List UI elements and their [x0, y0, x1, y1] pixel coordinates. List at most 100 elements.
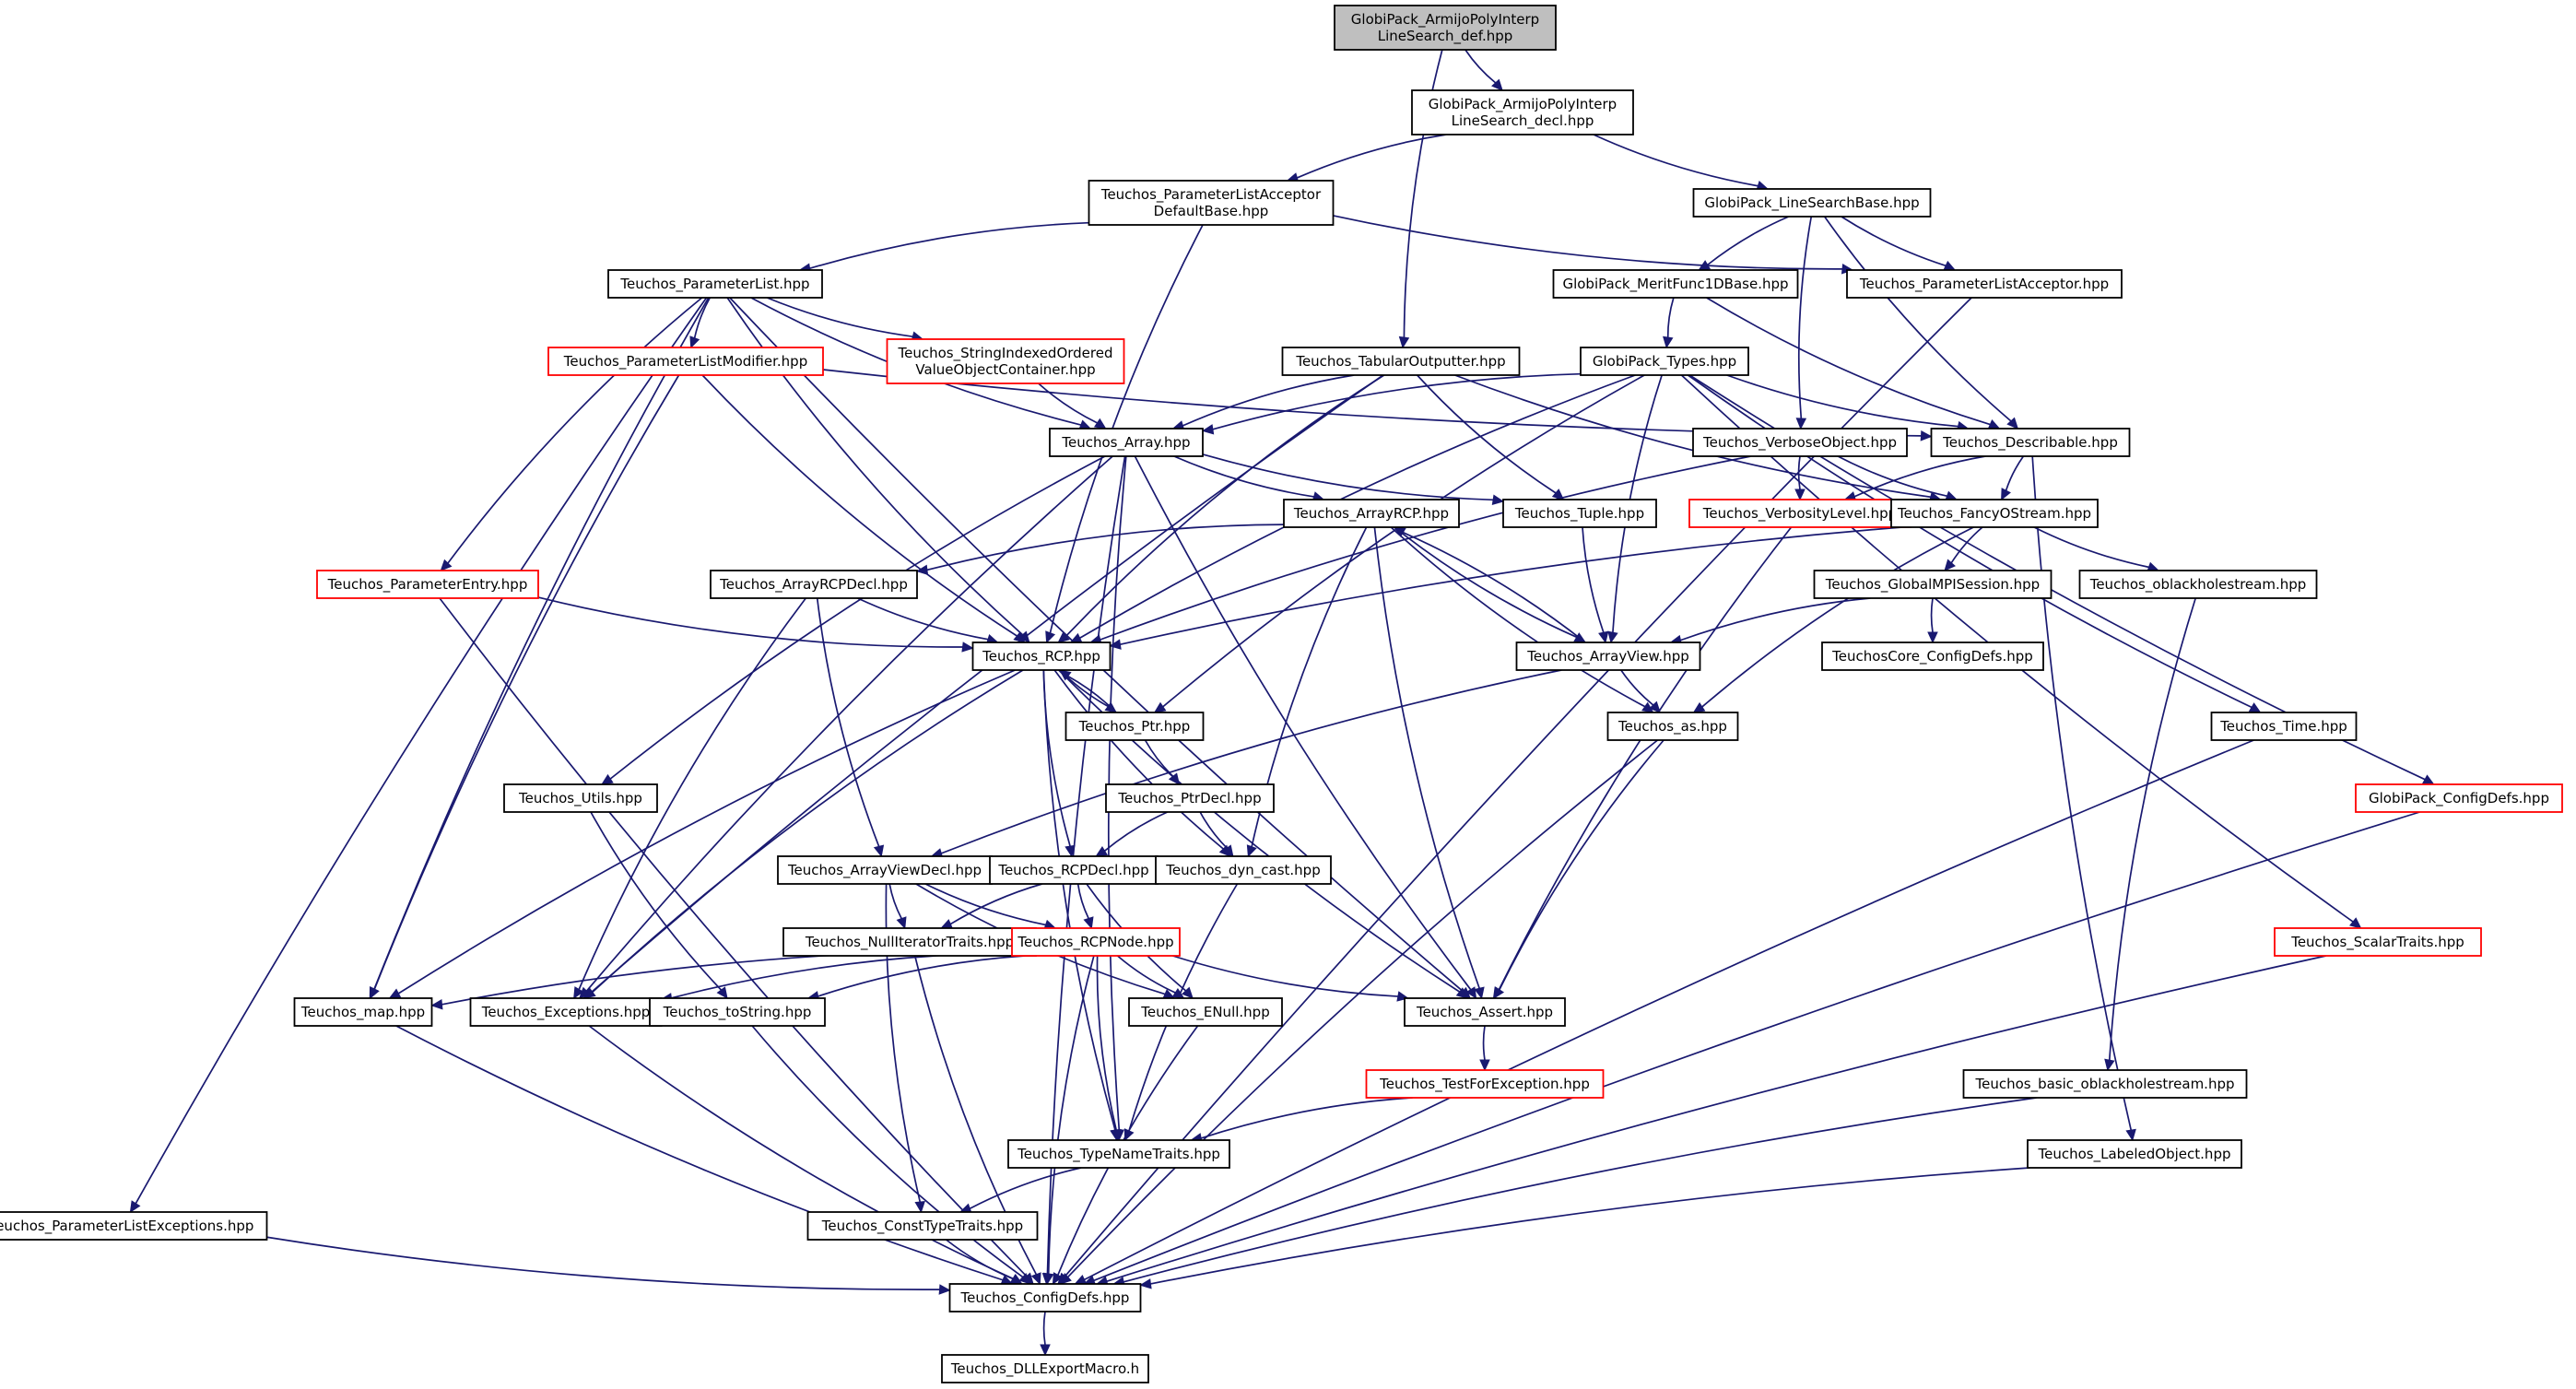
edge-line	[537, 596, 963, 648]
node-rcpnode[interactable]: Teuchos_RCPNode.hpp	[1011, 927, 1181, 957]
edge-line	[1042, 669, 1071, 847]
edge-line	[1701, 526, 1974, 708]
node-label: GlobiPack_LineSearchBase.hpp	[1704, 194, 1919, 212]
edge-arrowhead	[1045, 630, 1056, 644]
edge-arrowhead	[1222, 844, 1234, 857]
node-label: GlobiPack_MeritFunc1DBase.hpp	[1562, 276, 1788, 293]
node-label: Teuchos_ArrayRCP.hpp	[1293, 505, 1449, 523]
node-bobh[interactable]: Teuchos_basic_oblackholestream.hpp	[1962, 1069, 2248, 1099]
edge-arrowhead	[1153, 701, 1167, 713]
node-box	[710, 570, 918, 599]
node-ctt[interactable]: Teuchos_ConstTypeTraits.hpp	[806, 1211, 1039, 1241]
edge-line	[1666, 297, 1675, 338]
node-assert[interactable]: Teuchos_Assert.hpp	[1404, 997, 1566, 1027]
edge-lsb-to-descr	[1823, 216, 2019, 430]
node-box	[941, 1354, 1149, 1383]
node-fos[interactable]: Teuchos_FancyOStream.hpp	[1890, 499, 2099, 528]
node-def[interactable]: GlobiPack_ArmijoPolyInterpLineSearch_def…	[1334, 5, 1557, 51]
edge-line	[1402, 531, 1586, 643]
node-time[interactable]: Teuchos_Time.hpp	[2210, 712, 2358, 741]
node-label: Teuchos_ParameterListModifier.hpp	[563, 353, 807, 371]
node-nit[interactable]: Teuchos_NullIteratorTraits.hpp	[782, 927, 1037, 957]
node-gtypes[interactable]: GlobiPack_Types.hpp	[1580, 347, 1749, 376]
node-arcp[interactable]: Teuchos_ArrayRCP.hpp	[1283, 499, 1460, 528]
node-cdefs[interactable]: TeuchosCore_ConfigDefs.hpp	[1821, 642, 2044, 671]
node-tostr[interactable]: Teuchos_toString.hpp	[649, 997, 826, 1027]
edge-tnt-to-ctt	[959, 1167, 1082, 1214]
edge-aview-to-arcp	[1393, 526, 1586, 643]
node-gmpi[interactable]: Teuchos_GlobalMPISession.hpp	[1813, 570, 2053, 599]
node-decl[interactable]: GlobiPack_ArmijoPolyInterpLineSearch_dec…	[1411, 89, 1634, 135]
edge-rcpnode-to-enull	[1116, 955, 1185, 999]
edge-fos-to-gmpi	[1944, 526, 1983, 571]
edge-line	[1499, 739, 1664, 991]
node-vlevel[interactable]: Teuchos_VerbosityLevel.hpp	[1688, 499, 1911, 528]
edge-line	[1182, 374, 1355, 427]
node-lobj[interactable]: Teuchos_LabeledObject.hpp	[2027, 1139, 2242, 1169]
edge-ptrdecl-to-rcpdecl	[1095, 811, 1169, 857]
edge-arrowhead	[689, 335, 700, 349]
node-rcpdecl[interactable]: Teuchos_RCPDecl.hpp	[989, 855, 1159, 885]
edge-line	[1417, 374, 1557, 494]
node-ptrdecl[interactable]: Teuchos_PtrDecl.hpp	[1105, 783, 1275, 813]
node-label: Teuchos_Exceptions.hpp	[481, 1004, 651, 1021]
node-plad[interactable]: Teuchos_ParameterListAcceptorDefaultBase…	[1088, 180, 1335, 226]
node-obh[interactable]: Teuchos_oblackholestream.hpp	[2078, 570, 2318, 599]
node-arcpdecl[interactable]: Teuchos_ArrayRCPDecl.hpp	[710, 570, 918, 599]
node-sio[interactable]: Teuchos_StringIndexedOrderedValueObjectC…	[886, 338, 1125, 384]
edge-arrowhead	[2104, 1058, 2115, 1072]
edge-arrowhead	[1095, 846, 1109, 857]
edge-arrowhead	[2421, 774, 2435, 785]
edge-descr-to-fos	[2001, 455, 2025, 501]
node-dll[interactable]: Teuchos_DLLExportMacro.h	[941, 1354, 1149, 1383]
node-gcdefs[interactable]: GlobiPack_ConfigDefs.hpp	[2355, 783, 2563, 813]
node-descr[interactable]: Teuchos_Describable.hpp	[1930, 428, 2131, 457]
node-enull[interactable]: Teuchos_ENull.hpp	[1128, 997, 1283, 1027]
node-label: Teuchos_Array.hpp	[1061, 434, 1190, 452]
node-avdecl[interactable]: Teuchos_ArrayViewDecl.hpp	[777, 855, 993, 885]
node-configdefs[interactable]: Teuchos_ConfigDefs.hpp	[948, 1283, 1142, 1312]
node-as[interactable]: Teuchos_as.hpp	[1606, 712, 1739, 741]
node-aview[interactable]: Teuchos_ArrayView.hpp	[1515, 642, 1701, 671]
node-box	[1515, 642, 1701, 671]
node-utils[interactable]: Teuchos_Utils.hpp	[503, 783, 658, 813]
edge-line	[578, 597, 806, 990]
node-map[interactable]: Teuchos_map.hpp	[293, 997, 433, 1027]
edge-line	[609, 455, 1106, 780]
node-st[interactable]: Teuchos_ScalarTraits.hpp	[2274, 927, 2482, 957]
node-exc[interactable]: Teuchos_Exceptions.hpp	[469, 997, 663, 1027]
edge-line	[1123, 1097, 2037, 1283]
node-pla[interactable]: Teuchos_ParameterListAcceptor.hpp	[1846, 269, 2123, 299]
node-layer: GlobiPack_ArmijoPolyInterpLineSearch_def…	[0, 5, 2563, 1383]
edge-arrowhead	[1794, 489, 1806, 501]
edge-array-to-utils	[600, 455, 1106, 785]
edge-arrowhead	[1093, 418, 1107, 430]
node-rcp[interactable]: Teuchos_RCP.hpp	[971, 642, 1112, 671]
edge-line	[1373, 526, 1480, 989]
node-tab[interactable]: Teuchos_TabularOutputter.hpp	[1281, 347, 1521, 376]
edge-line	[585, 455, 1113, 992]
node-tnt[interactable]: Teuchos_TypeNameTraits.hpp	[1007, 1139, 1230, 1169]
node-verbose[interactable]: Teuchos_VerboseObject.hpp	[1692, 428, 1908, 457]
node-plm[interactable]: Teuchos_ParameterListModifier.hpp	[547, 347, 824, 376]
node-ple[interactable]: Teuchos_ParameterListExceptions.hpp	[0, 1211, 268, 1241]
edge-line	[1173, 455, 1314, 498]
node-box	[1890, 499, 2099, 528]
node-pe[interactable]: Teuchos_ParameterEntry.hpp	[316, 570, 539, 599]
node-dyncast[interactable]: Teuchos_dyn_cast.hpp	[1155, 855, 1332, 885]
node-box	[1846, 269, 2123, 299]
edge-arrowhead	[1474, 986, 1485, 1000]
node-tuple[interactable]: Teuchos_Tuple.hpp	[1502, 499, 1657, 528]
edge-arrowhead	[1943, 260, 1957, 271]
edge-line	[1797, 216, 1813, 419]
edge-verbose-to-vlevel	[1794, 455, 1806, 501]
edge-arrowhead	[896, 916, 907, 930]
edge-pl-to-map	[369, 297, 710, 1000]
node-ptr[interactable]: Teuchos_Ptr.hpp	[1065, 712, 1205, 741]
node-lsb[interactable]: GlobiPack_LineSearchBase.hpp	[1692, 188, 1932, 218]
node-tfe[interactable]: Teuchos_TestForException.hpp	[1365, 1069, 1605, 1099]
edge-descr-to-lobj	[2031, 455, 2136, 1142]
node-pl[interactable]: Teuchos_ParameterList.hpp	[607, 269, 823, 299]
node-mf1d[interactable]: GlobiPack_MeritFunc1DBase.hpp	[1552, 269, 1799, 299]
node-array[interactable]: Teuchos_Array.hpp	[1049, 428, 1204, 457]
